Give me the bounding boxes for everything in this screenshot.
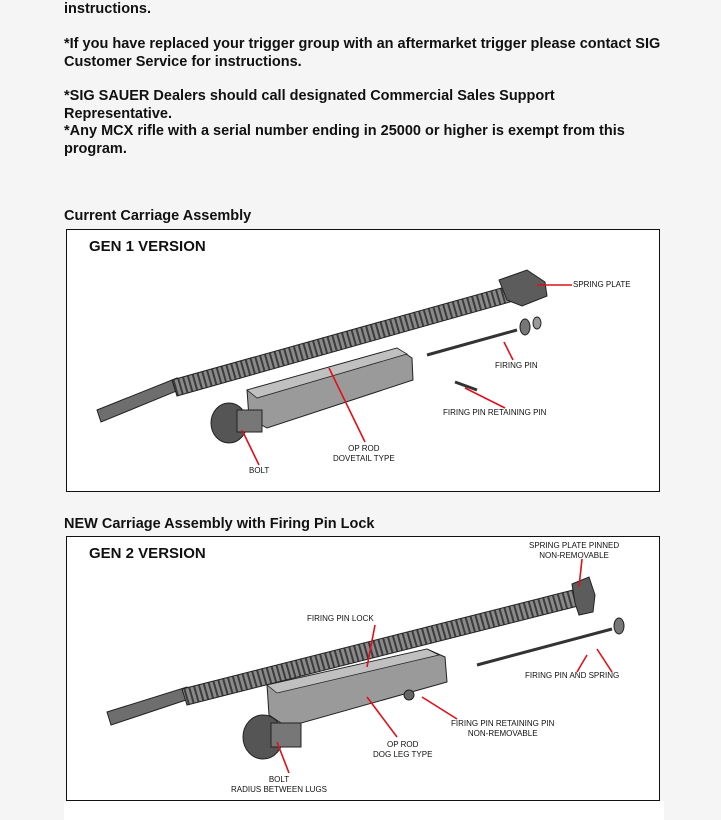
gen2-label-bolt-line2: RADIUS BETWEEN LUGS <box>231 785 328 794</box>
gen1-version-title: GEN 1 VERSION <box>89 238 206 255</box>
gen1-label-firing-pin-retaining-pin: FIRING PIN RETAINING PIN <box>443 408 547 417</box>
gen2-label-op-rod: OP ROD DOG LEG TYPE <box>373 740 432 760</box>
gen2-leader-lines <box>276 558 613 774</box>
gen2-label-spring-plate: SPRING PLATE PINNED NON-REMOVABLE <box>529 541 619 561</box>
gen1-label-op-rod-line1: OP ROD <box>348 444 380 453</box>
gen2-label-bolt-line1: BOLT <box>268 775 290 784</box>
gen2-label-spring-plate-line1: SPRING PLATE PINNED <box>529 541 620 550</box>
gen1-label-bolt: BOLT <box>249 466 270 475</box>
gen2-label-retaining-pin: FIRING PIN RETAINING PIN NON-REMOVABLE <box>451 719 554 739</box>
gen1-label-firing-pin: FIRING PIN <box>495 361 538 370</box>
gen2-label-spring-plate-line2: NON-REMOVABLE <box>539 551 609 560</box>
gen2-label-retaining-pin-line2: NON-REMOVABLE <box>467 729 538 738</box>
gen1-label-op-rod: OP ROD DOVETAIL TYPE <box>333 444 395 464</box>
note-instructions: instructions. <box>64 1 152 17</box>
gen1-illustration <box>96 269 572 466</box>
gen1-label-op-rod-line2: DOVETAIL TYPE <box>333 454 395 463</box>
gen2-label-firing-pin-lock: FIRING PIN LOCK <box>307 614 374 623</box>
gen2-label-retaining-pin-line1: FIRING PIN RETAINING PIN <box>451 719 555 728</box>
gen2-version-title: GEN 2 VERSION <box>89 545 206 562</box>
gen1-leader-lines <box>241 284 572 466</box>
current-assembly-caption: Current Carriage Assembly <box>64 208 252 224</box>
gen2-figure: GEN 2 VERSION SPRING PLATE PINNED <box>66 536 660 801</box>
note-dealers: *SIG SAUER Dealers should call designate… <box>64 88 555 122</box>
note-aftermarket-trigger: *If you have replaced your trigger group… <box>64 36 661 70</box>
gen2-label-firing-pin-and-spring: FIRING PIN AND SPRING <box>525 671 620 680</box>
new-assembly-caption: NEW Carriage Assembly with Firing Pin Lo… <box>64 516 375 532</box>
note-serial-exempt: *Any MCX rifle with a serial number endi… <box>64 123 625 157</box>
bottom-strip <box>64 801 664 820</box>
gen1-label-spring-plate: SPRING PLATE <box>573 280 631 289</box>
gen2-illustration <box>106 558 625 774</box>
gen2-label-op-rod-line2: DOG LEG TYPE <box>373 750 433 759</box>
gen1-figure: GEN 1 VERSION S <box>66 229 660 492</box>
gen2-label-op-rod-line1: OP ROD <box>387 740 419 749</box>
gen2-label-bolt: BOLT RADIUS BETWEEN LUGS <box>231 775 327 795</box>
